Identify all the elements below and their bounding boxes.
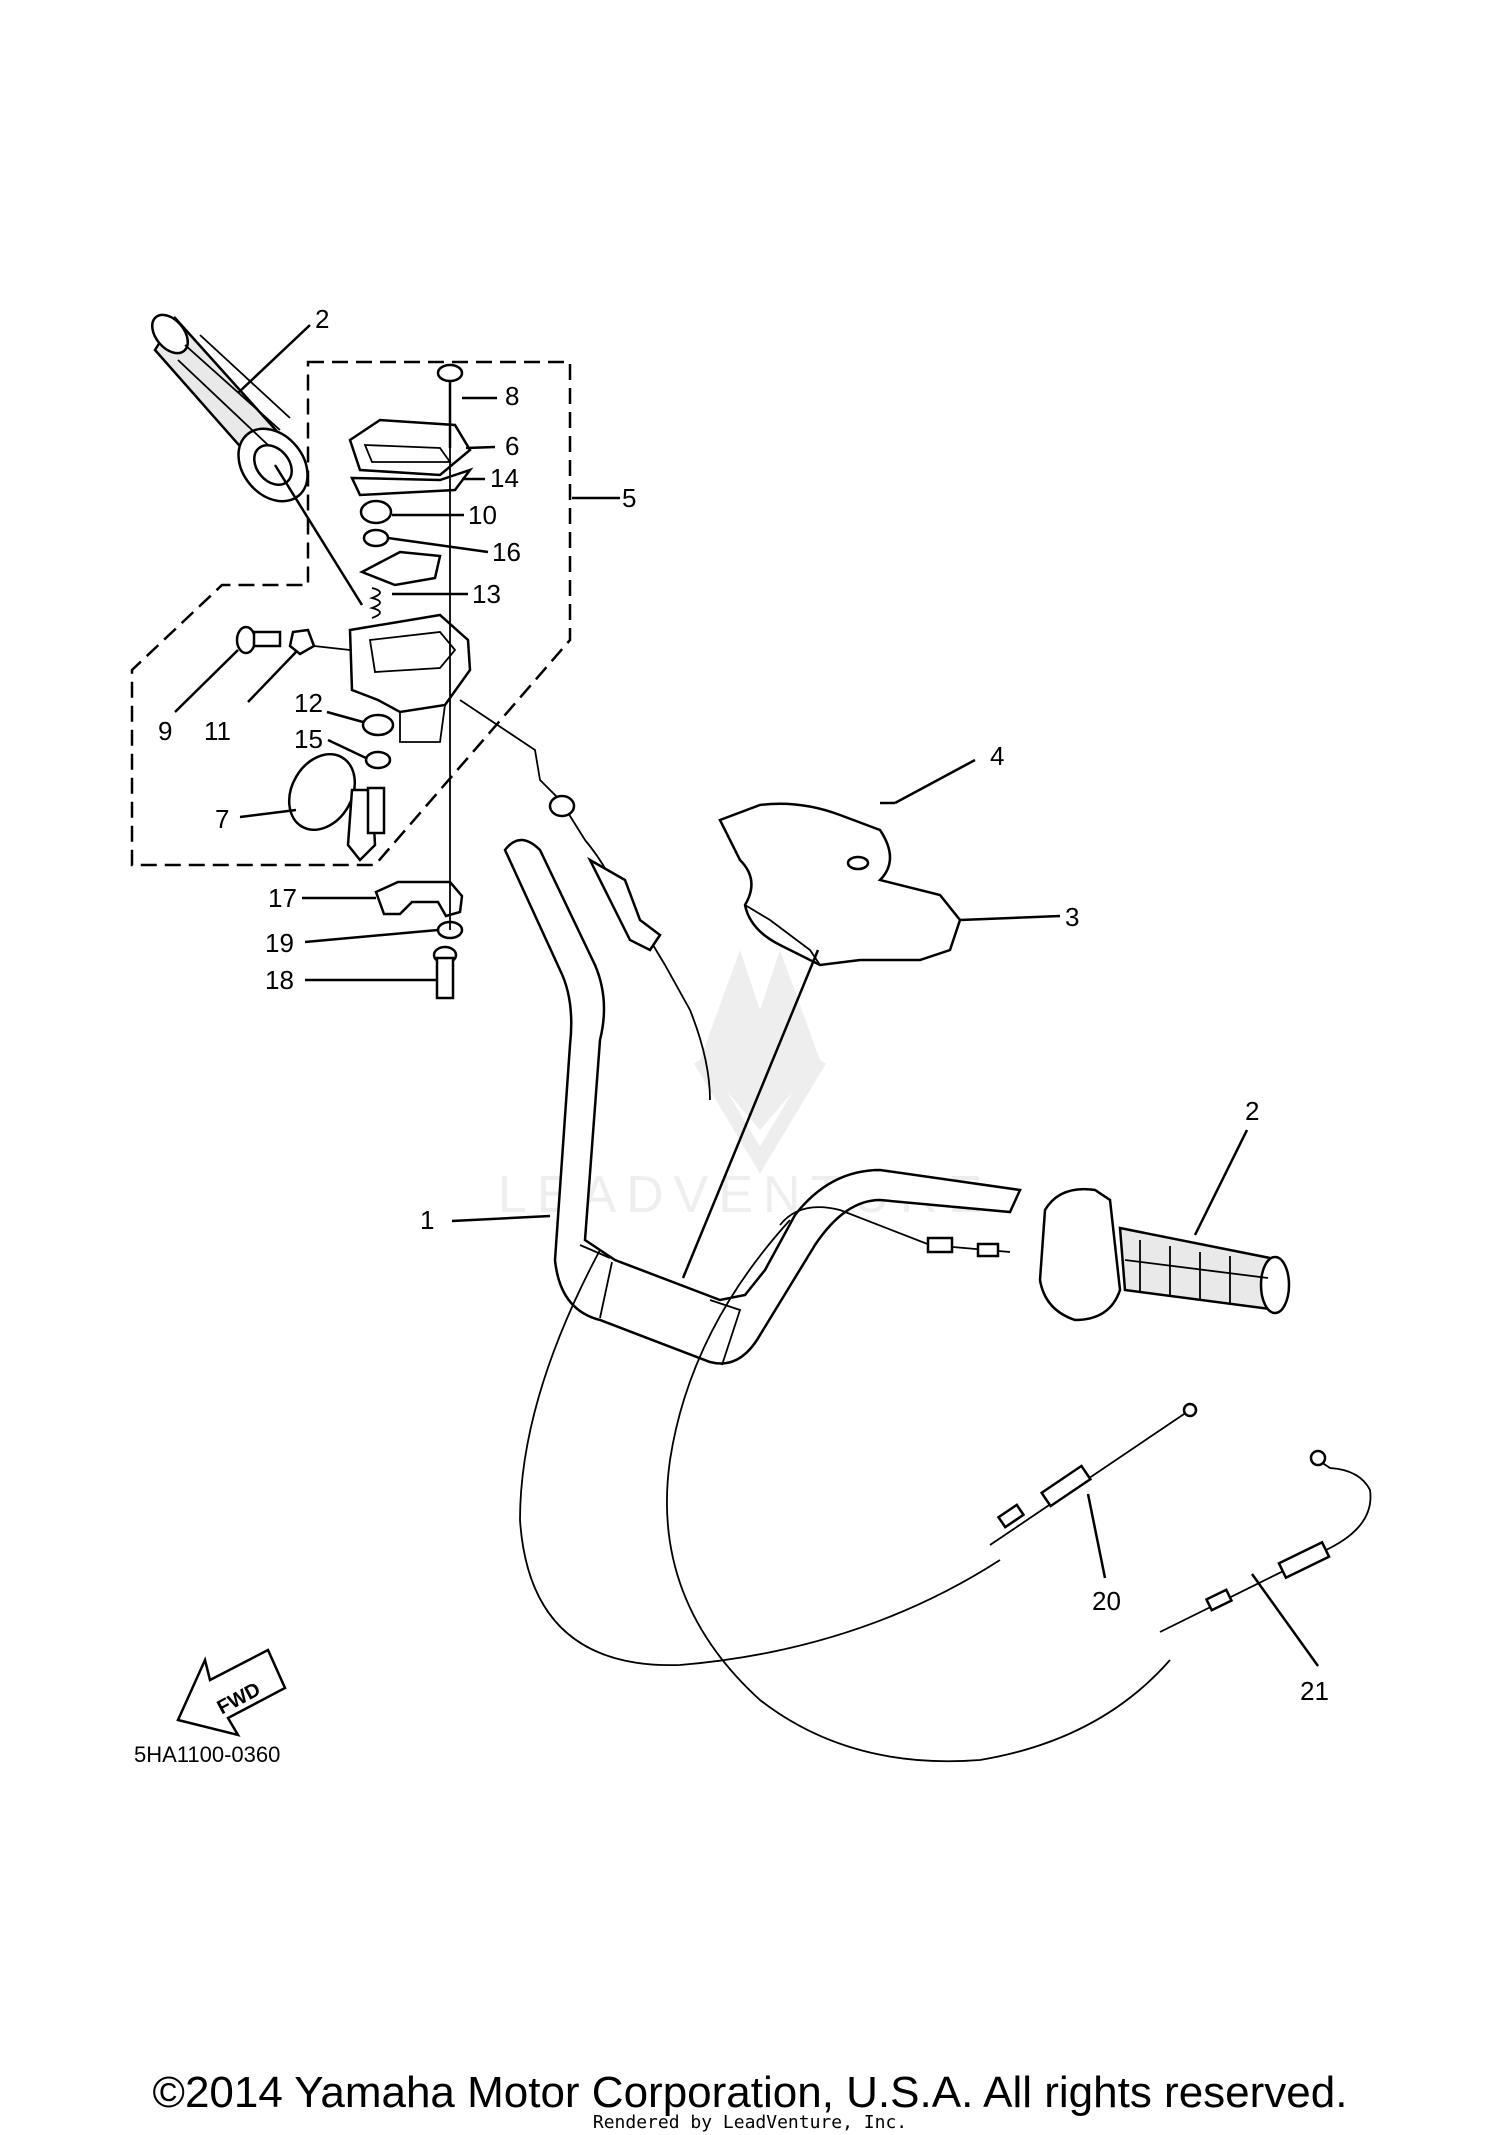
callout-15: 15: [294, 724, 323, 754]
washer-16: [362, 528, 390, 548]
cable-20: [989, 1402, 1198, 1546]
collar: [359, 499, 393, 525]
handlebar-pad: [718, 802, 962, 967]
callout-19: 19: [265, 928, 294, 958]
left-grip: [151, 313, 309, 503]
callout-21: 21: [1300, 1676, 1329, 1706]
cable-loop-left: [519, 1249, 1001, 1666]
callout-3: 3: [1065, 902, 1079, 932]
callout-8: 8: [505, 381, 519, 411]
callout-1: 1: [420, 1205, 434, 1235]
cable-loop-right: [666, 1219, 1171, 1763]
callout-9: 9: [158, 716, 172, 746]
bracket: [374, 880, 464, 918]
callout-18: 18: [265, 965, 294, 995]
callout-17: 17: [268, 883, 297, 913]
copyright-notice: ©2014 Yamaha Motor Corporation, U.S.A. A…: [152, 2068, 1348, 2117]
callout-7: 7: [215, 804, 229, 834]
callout-2-left: 2: [315, 304, 329, 334]
callout-2-right: 2: [1245, 1096, 1259, 1126]
callout-labels: 2 8 6 14 5 10 16 13 12 15 9 11 7 17 19 1…: [158, 304, 1329, 1706]
callout-11: 11: [204, 716, 231, 746]
diagram-code: 5HA1100-0360: [134, 1742, 281, 1767]
fwd-arrow: FWD: [176, 1648, 287, 1737]
callout-13: 13: [472, 579, 501, 609]
throttle-lever: [287, 753, 386, 862]
right-grip: [1038, 1187, 1291, 1322]
screw-9: [235, 625, 282, 655]
callout-20: 20: [1092, 1586, 1121, 1616]
rendered-by-notice: Rendered by LeadVenture, Inc.: [592, 2112, 908, 2133]
callout-5: 5: [622, 483, 636, 513]
callout-4: 4: [990, 741, 1004, 771]
washer-15: [364, 750, 392, 770]
callout-10: 10: [468, 500, 497, 530]
callout-16: 16: [492, 537, 521, 567]
washer-12: [361, 713, 395, 737]
cable-21: [1159, 1449, 1372, 1633]
handlebar: [503, 838, 1022, 1366]
nut: [288, 628, 316, 656]
callout-6: 6: [505, 431, 519, 461]
spring: [368, 587, 381, 619]
switch-assembly-boundary: [130, 360, 572, 867]
switch-body: [348, 613, 472, 714]
lever-plate: [359, 550, 442, 587]
leader-lines: [174, 324, 1320, 1667]
bolt-18: [432, 945, 458, 1000]
callout-12: 12: [294, 688, 323, 718]
callout-14: 14: [490, 463, 519, 493]
